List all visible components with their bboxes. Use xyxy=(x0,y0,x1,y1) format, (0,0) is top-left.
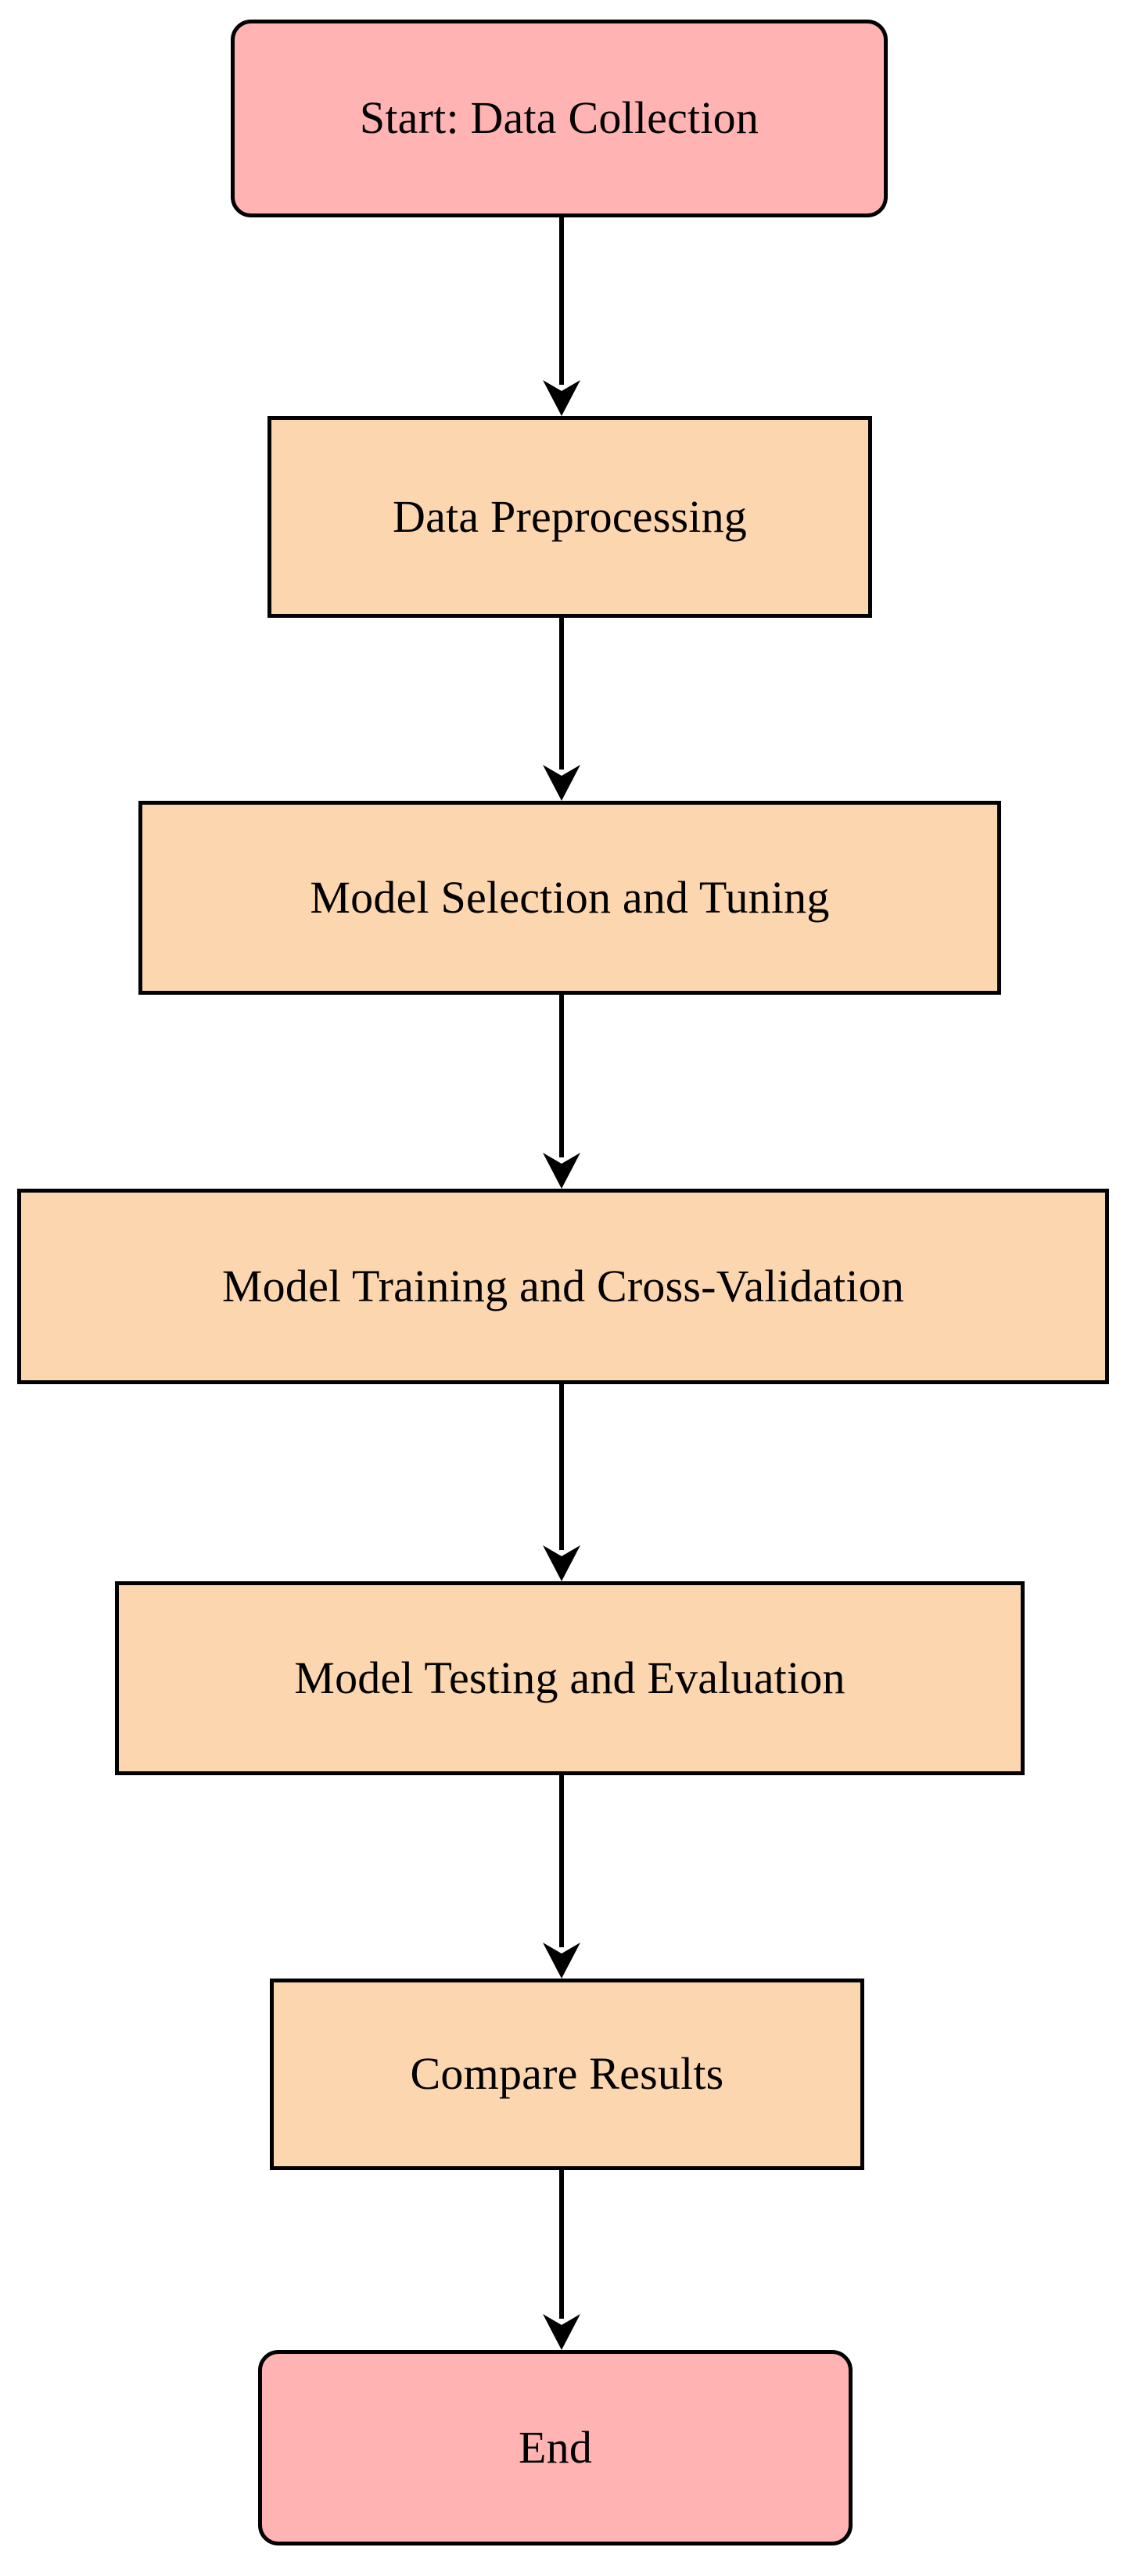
flow-edge-e1 xyxy=(543,217,580,416)
flow-node-label: Data Preprocessing xyxy=(393,490,747,542)
flow-edge-e2 xyxy=(543,618,580,801)
flow-node-start[interactable]: Start: Data Collection xyxy=(231,20,888,217)
flow-node-label: Model Testing and Evaluation xyxy=(294,1652,845,1703)
flow-edge-e5 xyxy=(543,1775,580,1979)
flow-node-selection[interactable]: Model Selection and Tuning xyxy=(138,801,1001,995)
edge-arrowhead-icon xyxy=(543,1153,580,1189)
flow-node-compare[interactable]: Compare Results xyxy=(270,1979,864,2170)
flow-edge-e3 xyxy=(543,995,580,1189)
flow-edge-e4 xyxy=(543,1384,580,1581)
edge-arrowhead-icon xyxy=(543,1943,580,1979)
flow-node-end[interactable]: End xyxy=(258,2350,853,2546)
flow-node-label: Model Selection and Tuning xyxy=(310,871,830,923)
edge-arrowhead-icon xyxy=(543,765,580,801)
edge-arrowhead-icon xyxy=(543,2314,580,2350)
flow-node-label: Model Training and Cross-Validation xyxy=(221,1260,905,1311)
flow-node-preprocessing[interactable]: Data Preprocessing xyxy=(267,416,872,618)
flow-node-training[interactable]: Model Training and Cross-Validation xyxy=(17,1189,1109,1384)
flow-node-testing[interactable]: Model Testing and Evaluation xyxy=(115,1581,1025,1775)
flow-node-label: Compare Results xyxy=(410,2048,724,2100)
edge-arrowhead-icon xyxy=(543,1545,580,1581)
flow-node-label: Start: Data Collection xyxy=(359,92,759,144)
edge-arrowhead-icon xyxy=(543,380,580,416)
flow-edge-e6 xyxy=(543,2170,580,2350)
flow-node-label: End xyxy=(518,2421,593,2473)
